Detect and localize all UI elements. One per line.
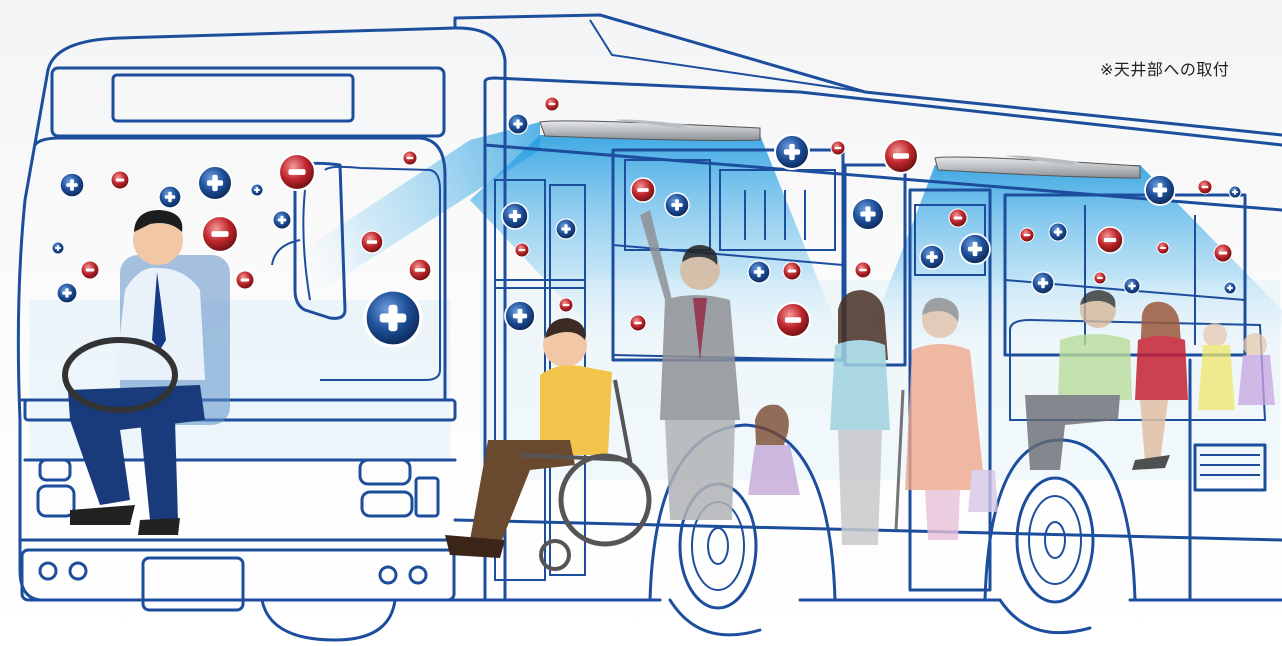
minus-ion-icon <box>855 262 871 278</box>
plus-ion-icon <box>505 301 535 331</box>
minus-ion-icon <box>1198 180 1212 194</box>
minus-ion-icon <box>884 139 918 173</box>
plus-ion-icon <box>251 184 263 196</box>
plus-ion-icon <box>273 211 291 229</box>
plus-ion-icon <box>502 203 528 229</box>
standing-woman <box>830 290 890 545</box>
plus-ion-icon <box>920 245 944 269</box>
plus-ion-icon <box>960 234 990 264</box>
minus-ion-icon <box>1020 228 1034 242</box>
plus-ion-icon <box>198 166 232 200</box>
plus-ion-icon <box>57 283 77 303</box>
minus-ion-icon <box>1097 227 1123 253</box>
plus-ion-icon <box>1224 282 1236 294</box>
minus-ion-icon <box>776 303 810 337</box>
plus-ion-icon <box>556 219 576 239</box>
plus-ion-icon <box>52 242 64 254</box>
plus-ion-icon <box>508 114 528 134</box>
minus-ion-icon <box>831 141 845 155</box>
plus-ion-icon <box>665 193 689 217</box>
minus-ion-icon <box>1094 272 1106 284</box>
rear-wheel <box>1000 478 1093 633</box>
minus-ion-icon <box>1157 242 1169 254</box>
minus-ion-icon <box>559 298 573 312</box>
minus-ion-icon <box>81 261 99 279</box>
plus-ion-icon <box>1032 272 1054 294</box>
plus-ion-icon <box>365 290 421 346</box>
plus-ion-icon <box>159 186 181 208</box>
plus-ion-icon <box>1049 223 1067 241</box>
minus-ion-icon <box>631 178 655 202</box>
minus-ion-icon <box>630 315 646 331</box>
minus-ion-icon <box>361 231 383 253</box>
minus-ion-icon <box>515 243 529 257</box>
installation-note: ※天井部への取付 <box>1100 56 1229 80</box>
ceiling-ionizer-front <box>540 120 760 141</box>
minus-ion-icon <box>202 216 238 252</box>
plus-ion-icon <box>60 173 84 197</box>
minus-ion-icon <box>279 154 315 190</box>
plus-ion-icon <box>1229 186 1241 198</box>
minus-ion-icon <box>403 151 417 165</box>
plus-ion-icon <box>748 261 770 283</box>
minus-ion-icon <box>409 259 431 281</box>
plus-ion-icon <box>852 198 884 230</box>
minus-ion-icon <box>949 209 967 227</box>
plus-ion-icon <box>1124 278 1140 294</box>
minus-ion-icon <box>111 171 129 189</box>
minus-ion-icon <box>1214 244 1232 262</box>
minus-ion-icon <box>783 262 801 280</box>
minus-ion-icon <box>545 97 559 111</box>
plus-ion-icon <box>775 135 809 169</box>
minus-ion-icon <box>236 271 254 289</box>
plus-ion-icon <box>1145 175 1175 205</box>
